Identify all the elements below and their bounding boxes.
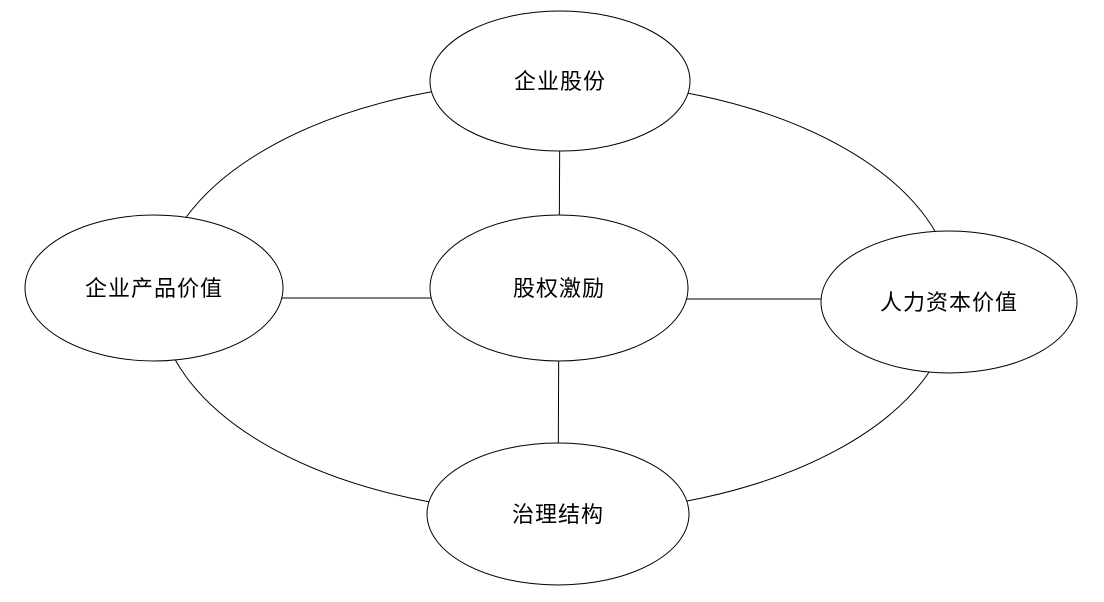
node-right: 人力资本价值 xyxy=(820,230,1078,374)
node-right-shape xyxy=(820,230,1078,374)
node-center: 股权激励 xyxy=(429,214,689,362)
node-center-shape xyxy=(429,214,689,362)
node-left: 企业产品价值 xyxy=(24,214,284,362)
node-right-label: 人力资本价值 xyxy=(880,290,1018,315)
node-left-label: 企业产品价值 xyxy=(85,276,223,301)
node-top-shape xyxy=(429,10,691,152)
node-top: 企业股份 xyxy=(429,10,691,152)
node-bottom: 治理结构 xyxy=(426,442,690,586)
node-top-label: 企业股份 xyxy=(514,69,606,94)
node-center-label: 股权激励 xyxy=(513,276,605,301)
node-bottom-shape xyxy=(426,442,690,586)
node-left-shape xyxy=(24,214,284,362)
node-bottom-label: 治理结构 xyxy=(512,502,604,527)
